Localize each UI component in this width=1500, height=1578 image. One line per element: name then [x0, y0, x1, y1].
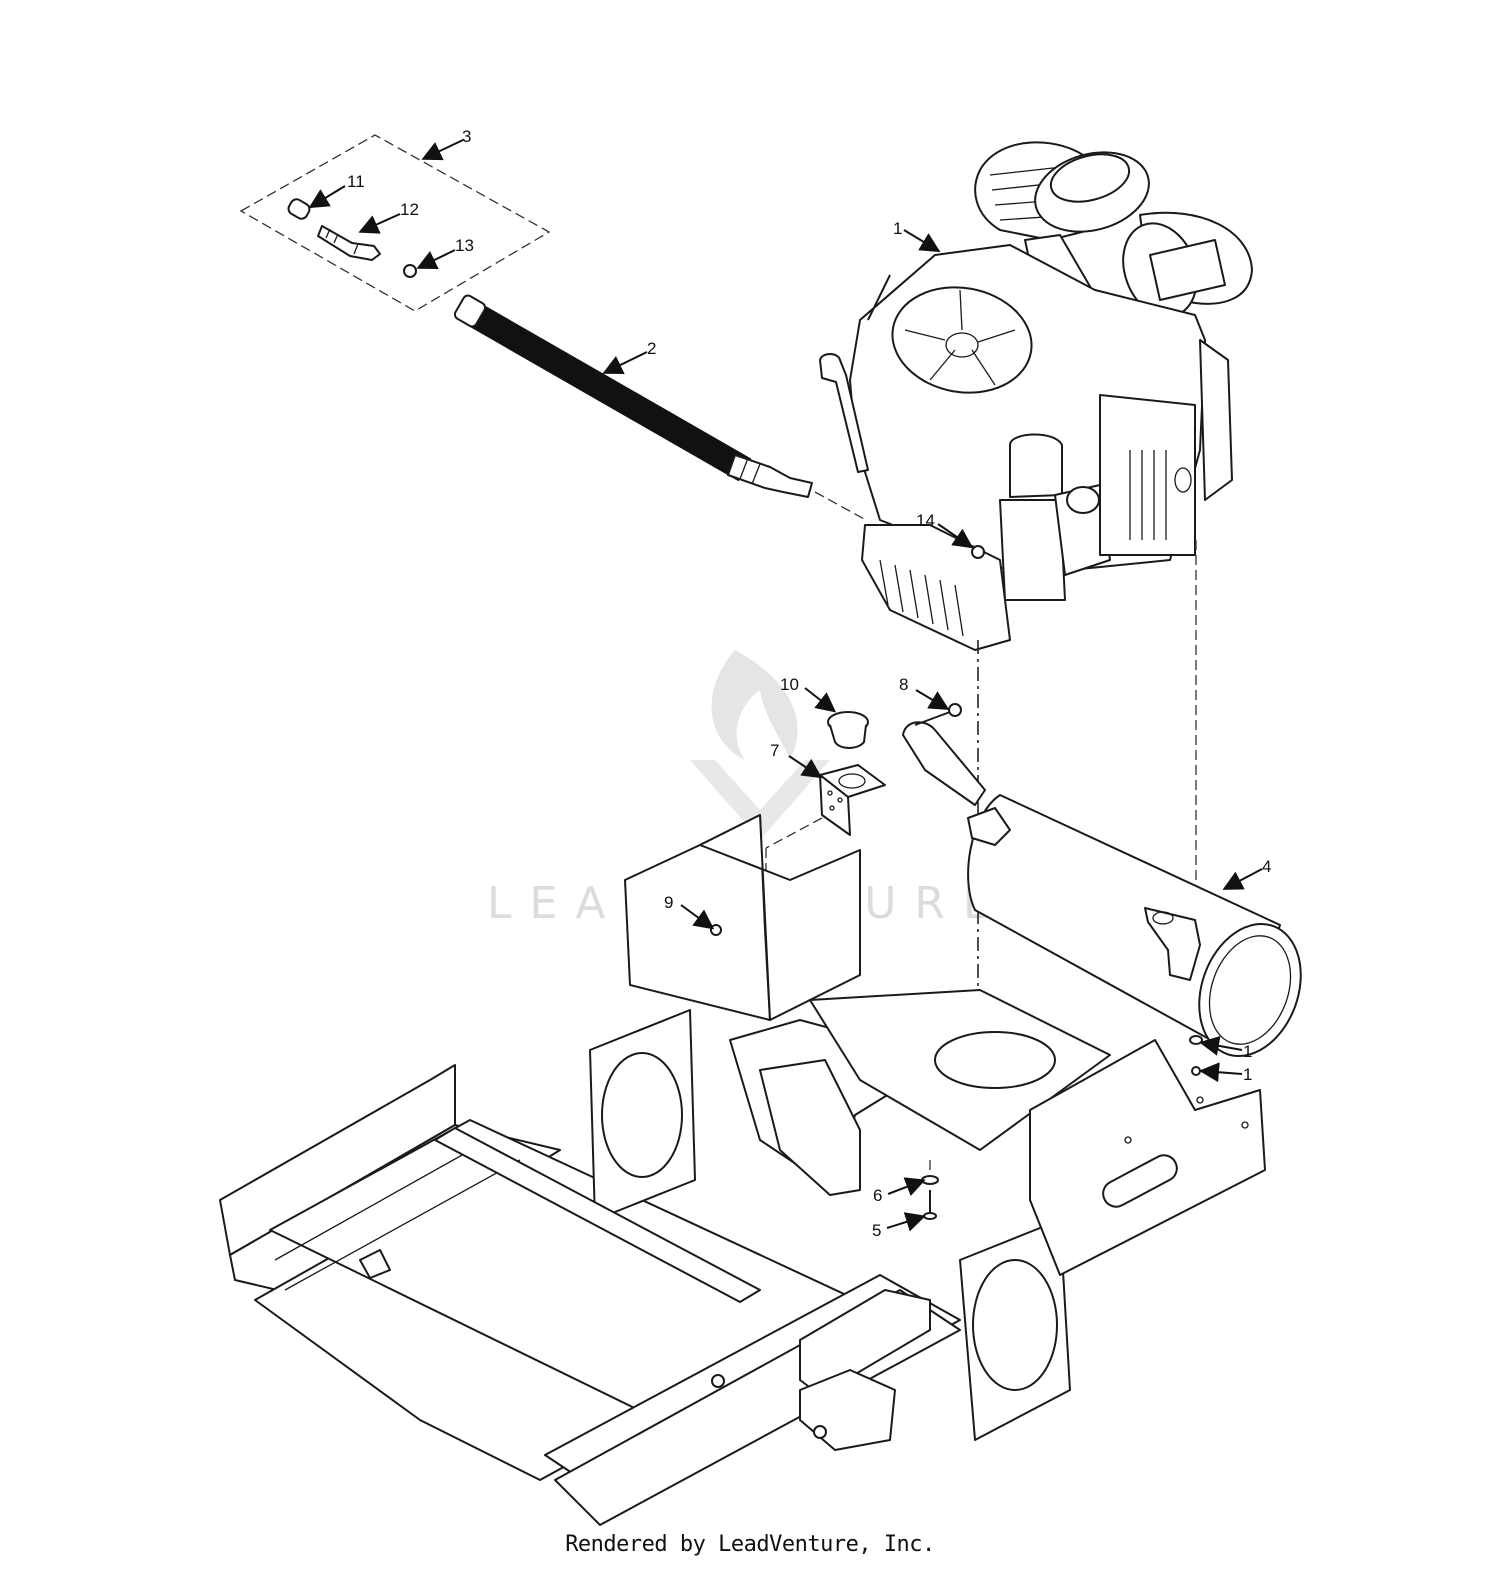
part-2-hose — [453, 294, 867, 521]
callout-arrows — [308, 139, 1263, 1232]
part-13-plug — [403, 264, 417, 278]
engine-mount-washers — [1189, 1035, 1203, 1076]
part-5-bolt — [923, 1190, 937, 1220]
callout-12: 12 — [400, 200, 419, 219]
callout-1-washer-a: 1 — [1243, 1042, 1252, 1061]
part-12-fitting — [317, 225, 381, 261]
callout-6: 6 — [873, 1186, 882, 1205]
part-6-washer — [921, 1175, 939, 1185]
callout-8: 8 — [899, 675, 908, 694]
callout-14: 14 — [916, 511, 935, 530]
callout-4: 4 — [1262, 857, 1271, 876]
fitting-kit-box — [239, 134, 551, 312]
part-8-bolt — [914, 703, 962, 726]
footer-credit: Rendered by LeadVenture, Inc. — [565, 1532, 935, 1557]
callout-1-washer-b: 1 — [1243, 1065, 1252, 1084]
part-1-engine — [819, 141, 1253, 651]
callout-10: 10 — [780, 675, 799, 694]
callout-13: 13 — [455, 236, 474, 255]
callout-2: 2 — [647, 339, 656, 358]
callout-9: 9 — [664, 893, 673, 912]
part-7-bracket — [765, 764, 886, 900]
part-11-cap — [287, 198, 311, 220]
callout-labels: 3 11 12 13 2 1 14 10 8 7 4 9 1 1 6 5 — [347, 127, 1271, 1240]
callout-5: 5 — [872, 1221, 881, 1240]
part-4-muffler — [902, 721, 1302, 1057]
mower-frame — [219, 814, 1266, 1526]
callout-1-engine: 1 — [893, 219, 902, 238]
part-10-grommet — [827, 711, 869, 749]
callout-11: 11 — [347, 172, 365, 191]
callout-7: 7 — [770, 741, 779, 760]
callout-3: 3 — [462, 127, 471, 146]
